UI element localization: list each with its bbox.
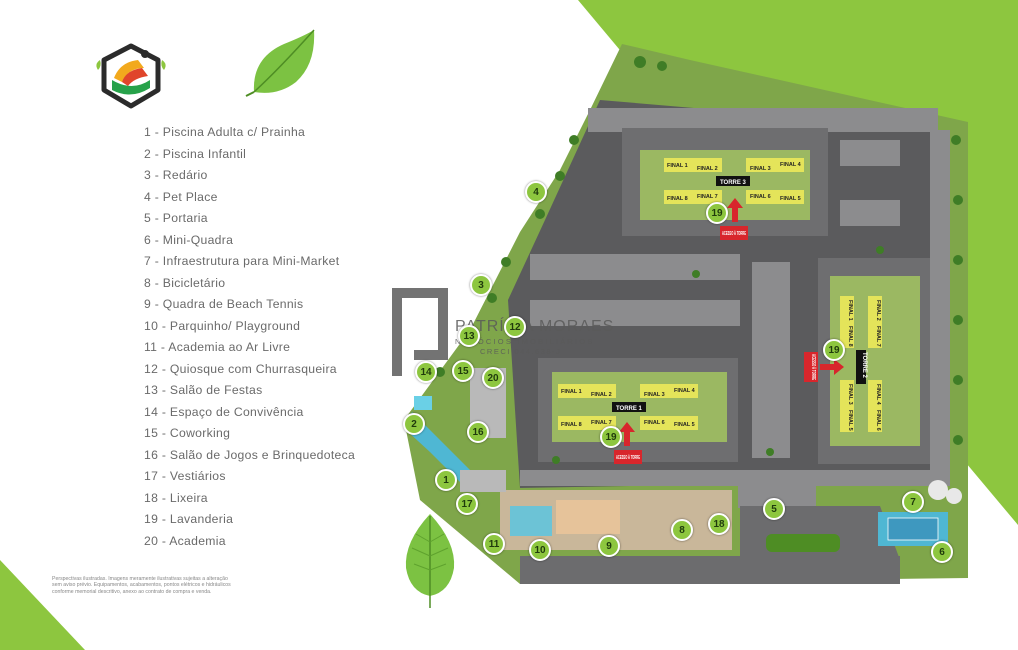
amenity-marker[interactable]: 4 — [525, 181, 547, 203]
tower-tag: TORRE 3 — [720, 180, 747, 186]
unit-label: FINAL 4 — [780, 162, 802, 168]
watermark-subtitle: NEGÓCIOS IMOBILIÁRIOS — [455, 337, 595, 346]
unit-label: FINAL 6 — [750, 194, 771, 200]
amenity-marker[interactable]: 5 — [763, 498, 785, 520]
unit-label: FINAL 2 — [875, 300, 881, 321]
unit-label: FINAL 6 — [644, 420, 665, 426]
torre3: FINAL 1 FINAL 2 FINAL 3 FINAL 4 FINAL 8 … — [664, 158, 804, 240]
unit-label: FINAL 3 — [847, 384, 853, 405]
amenity-marker[interactable]: 15 — [452, 360, 474, 382]
unit-label: FINAL 5 — [847, 410, 853, 431]
legend-item: 17 - Vestiários — [144, 469, 226, 483]
pool-kids — [414, 396, 432, 410]
watermark-name: PATRÍCIA MORAES — [455, 318, 615, 335]
unit-label: FINAL 6 — [875, 410, 881, 431]
amenity-marker[interactable]: 3 — [470, 274, 492, 296]
unit-label: FINAL 1 — [667, 163, 688, 169]
unit-label: FINAL 3 — [750, 166, 771, 172]
amenity-marker[interactable]: 8 — [671, 519, 693, 541]
unit-label: FINAL 8 — [561, 422, 582, 428]
torre2: FINAL 1 FINAL 2 FINAL 8 FINAL 7 FINAL 3 … — [804, 296, 882, 432]
amenity-marker[interactable]: 12 — [504, 316, 526, 338]
unit-label: FINAL 8 — [847, 326, 853, 347]
legend-item: 6 - Mini-Quadra — [144, 232, 234, 247]
unit-label: FINAL 2 — [697, 166, 718, 172]
site-plan-map: FINAL 1 FINAL 2 FINAL 3 FINAL 4 FINAL 8 … — [404, 44, 968, 584]
tower-tag: TORRE 1 — [616, 406, 643, 412]
legend-item: 2 - Piscina Infantil — [144, 146, 247, 161]
legend-item: 3 - Redário — [144, 168, 208, 182]
unit-label: FINAL 8 — [667, 196, 688, 202]
unit-label: FINAL 7 — [875, 326, 881, 347]
playground — [510, 506, 552, 536]
tower-tag: TORRE 2 — [861, 352, 867, 379]
legend-item: 19 - Lavanderia — [144, 512, 234, 526]
amenities-legend: 1 - Piscina Adulta c/ Prainha 2 - Piscin… — [144, 122, 355, 552]
unit-label: FINAL 1 — [847, 300, 853, 321]
legend-item: 18 - Lixeira — [144, 490, 208, 505]
legend-item: 9 - Quadra de Beach Tennis — [144, 297, 304, 311]
amenity-marker[interactable]: 19 — [823, 339, 845, 361]
amenity-marker[interactable]: 13 — [458, 325, 480, 347]
disclaimer-text: Perspectivas ilustradas. Imagens meramen… — [52, 576, 231, 595]
unit-label: FINAL 4 — [674, 388, 696, 394]
torre1: FINAL 1 FINAL 2 FINAL 3 FINAL 4 FINAL 8 … — [558, 384, 698, 464]
access-label: ACESSO À TORRE — [616, 454, 640, 461]
legend-item: 16 - Salão de Jogos e Brinquedoteca — [144, 447, 356, 462]
access-label: ACESSO À TORRE — [810, 354, 817, 380]
watermark-creci: CRECI 044.638-J — [480, 347, 562, 356]
amenity-marker[interactable]: 17 — [456, 493, 478, 515]
legend-item: 1 - Piscina Adulta c/ Prainha — [144, 125, 306, 139]
amenity-marker[interactable]: 1 — [435, 469, 457, 491]
legend-item: 7 - Infraestrutura para Mini-Market — [144, 254, 340, 268]
unit-label: FINAL 1 — [561, 389, 582, 395]
amenity-marker[interactable]: 16 — [467, 421, 489, 443]
unit-label: FINAL 4 — [875, 384, 881, 406]
amenity-marker[interactable]: 14 — [415, 361, 437, 383]
unit-label: FINAL 2 — [591, 392, 612, 398]
legend-item: 5 - Portaria — [144, 211, 208, 225]
leaf-decoration-top — [245, 29, 315, 97]
amenity-marker[interactable]: 19 — [600, 426, 622, 448]
brand-logo — [96, 43, 166, 109]
legend-item: 8 - Bicicletário — [144, 275, 226, 290]
unit-label: FINAL 7 — [697, 194, 718, 200]
amenity-marker[interactable]: 11 — [483, 533, 505, 555]
legend-item: 10 - Parquinho/ Playground — [144, 318, 301, 333]
amenity-marker[interactable]: 18 — [708, 513, 730, 535]
gatehouse — [738, 486, 816, 508]
legend-item: 14 - Espaço de Convivência — [144, 404, 304, 419]
legend-item: 4 - Pet Place — [144, 189, 218, 204]
unit-label: FINAL 3 — [644, 392, 665, 398]
leaf-decoration-bottom — [405, 514, 455, 608]
amenity-marker[interactable]: 9 — [598, 535, 620, 557]
amenity-marker[interactable]: 7 — [902, 491, 924, 513]
amenity-marker[interactable]: 6 — [931, 541, 953, 563]
amenity-marker[interactable]: 19 — [706, 202, 728, 224]
legend-item: 13 - Salão de Festas — [144, 383, 263, 397]
unit-label: FINAL 7 — [591, 420, 612, 426]
amenity-marker[interactable]: 20 — [482, 367, 504, 389]
unit-label: FINAL 5 — [780, 196, 801, 202]
legend-item: 12 - Quiosque com Churrasqueira — [144, 361, 337, 376]
beach-tennis-court — [556, 500, 620, 534]
legend-item: 15 - Coworking — [144, 426, 231, 440]
watermark-logo — [392, 288, 448, 376]
unit-label: FINAL 5 — [674, 422, 695, 428]
access-label: ACESSO À TORRE — [722, 230, 746, 237]
legend-item: 11 - Academia ao Ar Livre — [144, 340, 291, 354]
amenity-marker[interactable]: 2 — [403, 413, 425, 435]
amenity-marker[interactable]: 10 — [529, 539, 551, 561]
legend-item: 20 - Academia — [144, 533, 226, 548]
